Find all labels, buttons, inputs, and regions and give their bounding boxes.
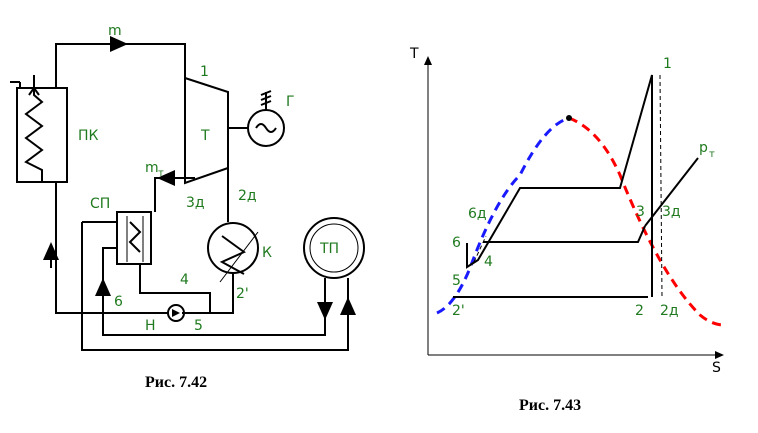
ts-label-5: 5 xyxy=(452,273,461,289)
ts-label-3: 3 xyxy=(636,204,645,220)
label-pk: ПК xyxy=(78,128,99,144)
label-sp: СП xyxy=(90,196,110,212)
pump-compression xyxy=(473,235,487,263)
caption-7-42: Рис. 7.42 xyxy=(145,374,207,391)
network-return xyxy=(81,222,349,351)
heat-schematic: m 1 ПК Т Г m т 3д 2д СП К ТП 4 2' 6 Н 5 … xyxy=(10,23,365,391)
label-5: 5 xyxy=(194,318,203,334)
label-generator: Г xyxy=(286,94,295,110)
drain-line xyxy=(139,264,211,313)
label-turbine: Т xyxy=(200,128,210,144)
ts-label-2d: 2д xyxy=(660,303,679,319)
label-4: 4 xyxy=(180,272,189,288)
label-1: 1 xyxy=(200,64,209,80)
feed-line xyxy=(55,182,168,314)
pt-isobar xyxy=(644,157,699,227)
label-condenser: К xyxy=(262,245,272,261)
heat-consumer-tp xyxy=(303,217,365,279)
liquid-saturation-line xyxy=(436,116,570,315)
tp-inner xyxy=(309,223,359,273)
label-mt-sub: т xyxy=(158,168,164,179)
main-steam-line xyxy=(55,43,186,88)
label-mt: m xyxy=(145,160,159,176)
condensate-line xyxy=(182,273,234,314)
label-6: 6 xyxy=(114,294,123,310)
vapor-saturation-line xyxy=(568,116,725,327)
axis-t-label: T xyxy=(409,46,419,62)
cycle-main xyxy=(466,74,653,297)
pump-icon xyxy=(172,309,180,317)
ts-label-4: 4 xyxy=(484,254,493,270)
label-pump: Н xyxy=(145,318,156,334)
ts-label-3d: 3д xyxy=(662,204,681,220)
heater-coil-icon xyxy=(128,221,142,253)
label-tp: ТП xyxy=(319,241,339,257)
axis-s-label: S xyxy=(712,360,721,376)
ac-icon xyxy=(255,123,277,133)
actual-expansion xyxy=(659,74,663,298)
pk-inlet xyxy=(10,81,21,88)
label-2prime: 2' xyxy=(236,286,249,302)
ts-label-2prime: 2' xyxy=(452,303,465,319)
caption-7-43: Рис. 7.43 xyxy=(519,397,581,414)
label-2d: 2д xyxy=(238,188,257,204)
pk-burner-icon xyxy=(28,86,40,96)
ts-label-1: 1 xyxy=(663,56,672,72)
label-m: m xyxy=(108,23,122,39)
pk-coil-icon xyxy=(24,75,44,182)
ts-diagram: T S 1 p т 3 3д 6д 6 5 4 2' 2 2д Рис. 7.4… xyxy=(409,46,725,414)
ts-label-6d: 6д xyxy=(468,206,487,222)
ts-label-pt: p xyxy=(699,140,708,156)
ts-label-pt-sub: т xyxy=(709,149,715,160)
network-supply xyxy=(102,247,326,336)
condenser-coil-icon xyxy=(219,235,246,275)
extraction-line xyxy=(154,177,195,212)
condenser-slash xyxy=(219,231,259,283)
ground-icon xyxy=(260,90,272,110)
ts-label-2: 2 xyxy=(635,303,644,319)
ts-label-6: 6 xyxy=(452,235,461,251)
label-3d: 3д xyxy=(186,195,205,211)
heater-sp xyxy=(116,211,152,265)
heater-inner xyxy=(126,216,144,262)
extraction-isobar xyxy=(483,225,646,243)
critical-point xyxy=(566,115,572,121)
